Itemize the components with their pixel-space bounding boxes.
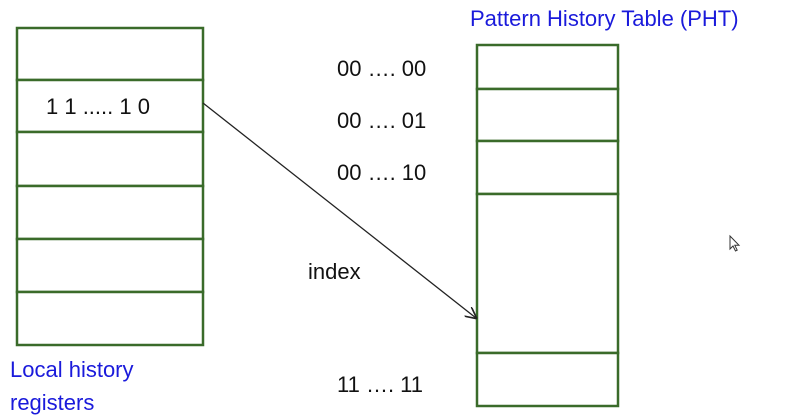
local-history-label-line2: registers [10,390,94,415]
index-arrow-label: index [308,259,361,284]
pht-row [475,43,620,91]
local-history-row [15,130,205,188]
pht-row [475,139,620,196]
pht-index-label: 11 …. 11 [337,372,423,397]
local-history-row [15,290,205,347]
pht-index-label: 00 …. 10 [337,160,426,185]
pht-index-label: 00 …. 01 [337,108,426,133]
mouse-pointer-icon [729,234,741,252]
local-history-row [15,26,205,82]
local-history-table: 1 1 ..... 1 0 [15,26,205,347]
local-history-label: Local history [10,357,134,382]
pht-row [475,87,620,143]
local-history-row-selected [15,78,205,134]
pht-middle-region [475,192,620,355]
pht-title: Pattern History Table (PHT) [470,6,739,31]
local-history-row [15,237,205,294]
pht-index-label: 00 …. 00 [337,56,426,81]
index-arrow [202,102,476,318]
pht-row-last [475,351,620,408]
local-history-entry-value: 1 1 ..... 1 0 [46,94,150,119]
local-history-row [15,184,205,241]
pattern-history-table [475,43,620,408]
